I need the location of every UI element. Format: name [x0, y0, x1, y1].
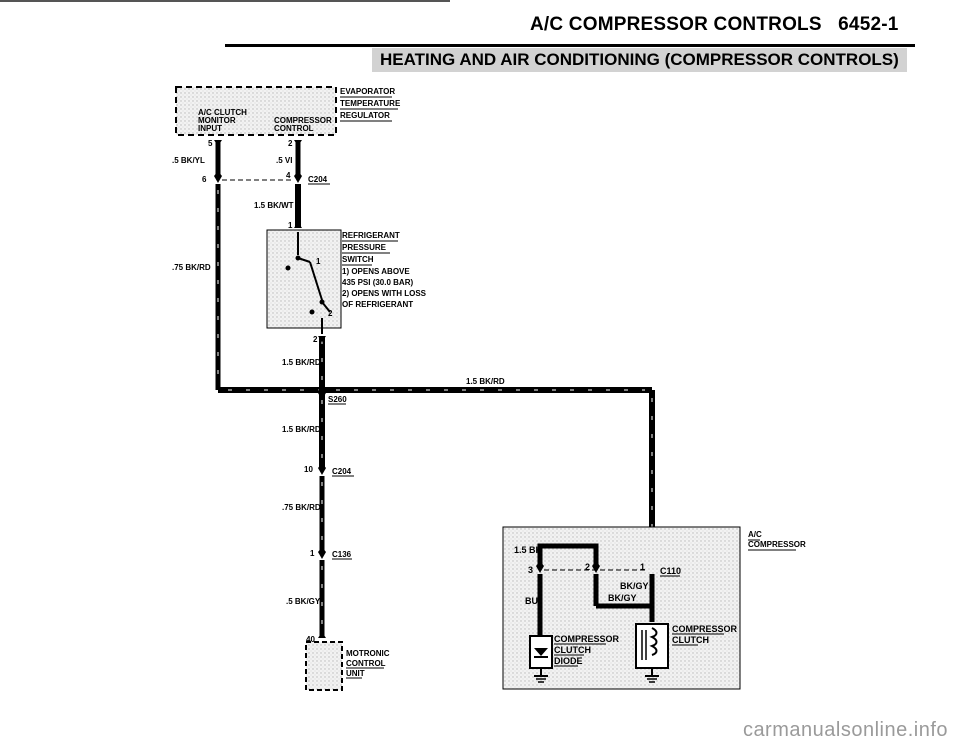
page-title: A/C COMPRESSOR CONTROLS 6452-1 — [530, 14, 899, 35]
compressor-name-line-1: A/C — [748, 530, 762, 539]
diode-name-line-2: CLUTCH — [554, 645, 591, 655]
ac-compressor: A/C COMPRESSOR 1.5 BK 3 2 1 C110 BK/GY B… — [502, 526, 806, 690]
switch-contact-2: 2 — [328, 309, 333, 318]
diode-name-line-1: COMPRESSOR — [554, 634, 620, 644]
c110-label: C110 — [660, 566, 681, 576]
motronic-name-line-1: MOTRONIC — [346, 649, 390, 658]
watermark: carmanualsonline.info — [742, 719, 948, 741]
regulator-pin-5: 5 — [208, 139, 213, 148]
switch-name-line-3: SWITCH — [342, 255, 374, 264]
switch-name-line-1: REFRIGERANT — [342, 231, 400, 240]
header-rule — [225, 44, 915, 47]
c204-pin-6: 6 — [202, 175, 207, 184]
evaporator-regulator: A/C CLUTCH MONITOR INPUT COMPRESSOR CONT… — [175, 86, 401, 148]
connector-labels: 6 4 C204 S260 10 C204 1 C136 — [202, 171, 354, 560]
compressor-wire-15-bk: 1.5 BK — [514, 545, 543, 555]
switch-note-2: 435 PSI (30.0 BAR) — [342, 278, 413, 287]
switch-name-line-2: PRESSURE — [342, 243, 387, 252]
wire-label-bk-wt: 1.5 BK/WT — [254, 201, 294, 210]
compressor-pin-3: 3 — [528, 565, 533, 575]
wire-label-15-bk-rd-2: 1.5 BK/RD — [282, 425, 321, 434]
clutch-name-line-2: CLUTCH — [672, 635, 709, 645]
wire-label-75-bk-rd: .75 BK/RD — [172, 263, 211, 272]
s260-label: S260 — [328, 395, 347, 404]
c110-pin: 1 — [640, 562, 645, 572]
wire-label-15-bk-rd-1: 1.5 BK/RD — [282, 358, 321, 367]
regulator-name-line-3: REGULATOR — [340, 111, 390, 120]
regulator-input-line-2: MONITOR — [198, 116, 236, 125]
refrigerant-pressure-switch: 1 2 1 2 REFRIGERANT PRESSURE SWITCH 1) O… — [266, 221, 427, 344]
compressor-name-line-2: COMPRESSOR — [748, 540, 806, 549]
c204-mid-pin: 10 — [304, 465, 313, 474]
switch-contact-1: 1 — [316, 257, 321, 266]
wire-label-15-bk-rd-bus: 1.5 BK/RD — [466, 377, 505, 386]
wire-label-bk-gy: .5 BK/GY — [286, 597, 321, 606]
motronic-name-line-2: CONTROL — [346, 659, 386, 668]
regulator-pin-2: 2 — [288, 139, 293, 148]
page-top-rule — [0, 0, 450, 2]
regulator-output-line-2: CONTROL — [274, 124, 314, 133]
wire-dash-overlay — [217, 190, 653, 632]
switch-note-3: 2) OPENS WITH LOSS — [342, 289, 427, 298]
motronic-name-line-3: UNIT — [346, 669, 365, 678]
switch-pin-1: 1 — [288, 221, 293, 230]
section-title: HEATING AND AIR CONDITIONING (COMPRESSOR… — [372, 48, 907, 72]
c204-mid-label: C204 — [332, 467, 352, 476]
wire-label-75-bk-rd-2: .75 BK/RD — [282, 503, 321, 512]
compressor-pin-2: 2 — [585, 562, 590, 572]
wire-label-bk-yl: .5 BK/YL — [172, 156, 205, 165]
diode-name-line-3: DIODE — [554, 656, 583, 666]
compressor-wire-bkgy-2: BK/GY — [608, 593, 637, 603]
wire-label-vi: .5 VI — [276, 156, 292, 165]
clutch-name-line-1: COMPRESSOR — [672, 624, 738, 634]
c136-label: C136 — [332, 550, 352, 559]
c204-top-label: C204 — [308, 175, 328, 184]
wire-labels: .5 BK/YL .5 VI 1.5 BK/WT .75 BK/RD 1.5 B… — [172, 156, 505, 606]
compressor-wire-bu: BU — [525, 596, 538, 606]
regulator-input-line-3: INPUT — [198, 124, 222, 133]
motronic-control-unit: 40 MOTRONIC CONTROL UNIT — [305, 635, 390, 691]
regulator-name-line-2: TEMPERATURE — [340, 99, 401, 108]
compressor-wire-bkgy-1: BK/GY — [620, 581, 649, 591]
regulator-input-line-1: A/C CLUTCH — [198, 108, 247, 117]
switch-note-4: OF REFRIGERANT — [342, 300, 413, 309]
switch-note-1: 1) OPENS ABOVE — [342, 267, 410, 276]
c136-pin: 1 — [310, 549, 315, 558]
motronic-pin: 40 — [306, 635, 315, 644]
switch-pin-2: 2 — [313, 335, 318, 344]
c204-pin-4: 4 — [286, 171, 291, 180]
regulator-output-line-1: COMPRESSOR — [274, 116, 332, 125]
regulator-name-line-1: EVAPORATOR — [340, 87, 395, 96]
